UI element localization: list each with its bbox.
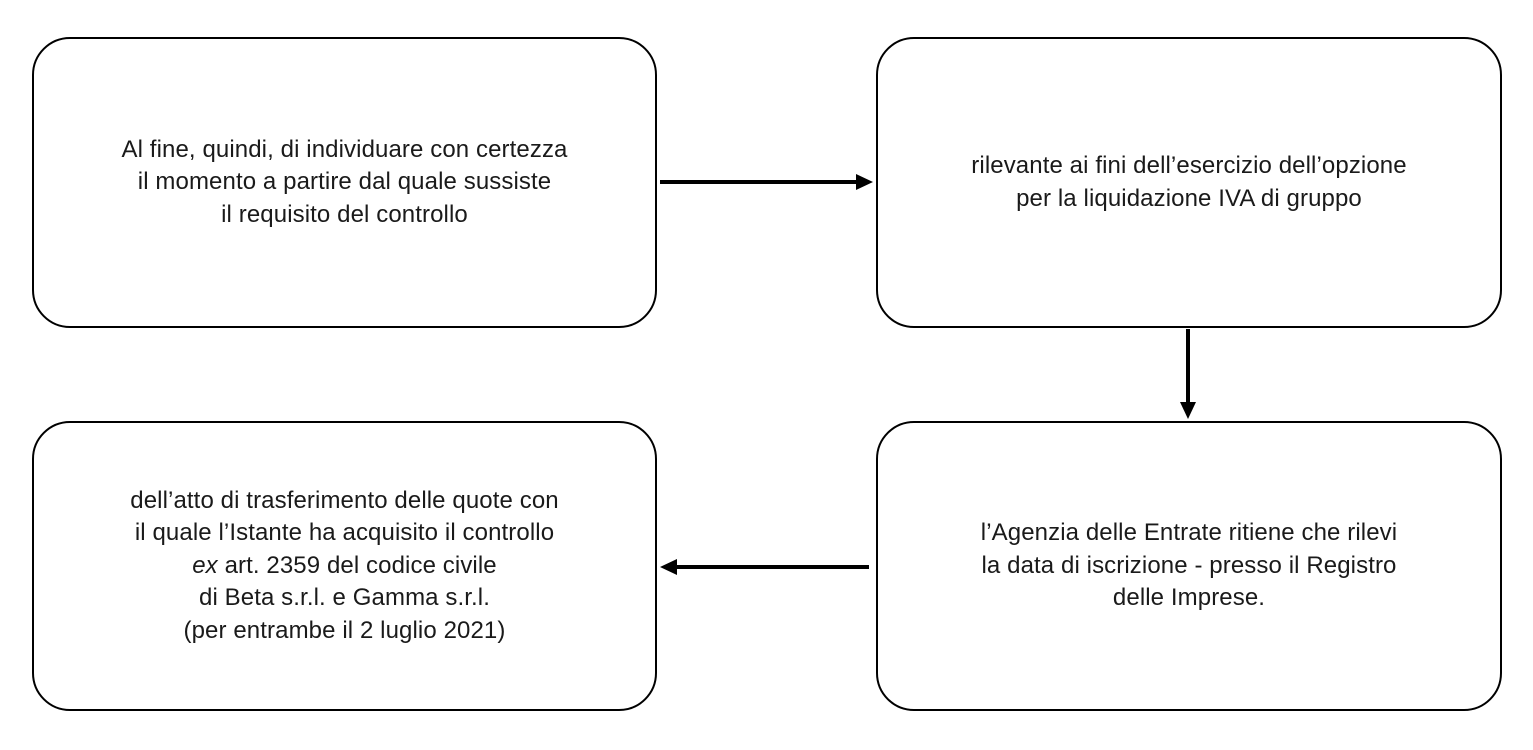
flow-box-3-text: l’Agenzia delle Entrate ritiene che rile… xyxy=(878,517,1500,615)
text-line: di Beta s.r.l. e Gamma s.r.l. xyxy=(199,584,490,612)
arrow-box1-to-box2-right-icon xyxy=(660,174,873,190)
text-line: per la liquidazione IVA di gruppo xyxy=(1016,184,1362,212)
text-line: il momento a partire dal quale sussiste xyxy=(137,168,552,196)
text-line: il quale l’Istante ha acquisito il contr… xyxy=(134,519,555,547)
text-line: rilevante ai fini dell’esercizio dell’op… xyxy=(971,152,1407,179)
flow-box-3: l’Agenzia delle Entrate ritiene che rile… xyxy=(876,421,1502,711)
text-line: la data di iscrizione - presso il Regist… xyxy=(981,551,1397,579)
flow-box-2: rilevante ai fini dell’esercizio dell’op… xyxy=(876,37,1502,328)
text-line: il requisito del controllo xyxy=(221,200,468,228)
arrow-shaft xyxy=(660,180,859,184)
arrow-box2-to-box3-down-icon xyxy=(1180,329,1196,419)
text-line: ex art. 2359 del codice civile xyxy=(192,551,497,579)
flow-box-2-text: rilevante ai fini dell’esercizio dell’op… xyxy=(878,150,1500,215)
arrowhead-right-icon xyxy=(856,174,873,190)
arrow-shaft xyxy=(674,565,869,569)
text-line: (per entrambe il 2 luglio 2021) xyxy=(183,616,506,644)
flow-box-4: dell’atto di trasferimento delle quote c… xyxy=(32,421,657,711)
text-line: dell’atto di trasferimento delle quote c… xyxy=(130,486,559,514)
flow-box-1: Al fine, quindi, di individuare con cert… xyxy=(32,37,657,328)
arrowhead-down-icon xyxy=(1180,402,1196,419)
arrow-shaft xyxy=(1186,329,1190,405)
flow-box-4-text: dell’atto di trasferimento delle quote c… xyxy=(34,485,655,648)
arrow-box3-to-box4-left-icon xyxy=(660,559,869,575)
arrowhead-left-icon xyxy=(660,559,677,575)
text-line: Al fine, quindi, di individuare con cert… xyxy=(121,135,568,163)
text-line: l’Agenzia delle Entrate ritiene che rile… xyxy=(980,519,1398,547)
text-line: delle Imprese. xyxy=(1112,584,1266,612)
flow-box-1-text: Al fine, quindi, di individuare con cert… xyxy=(34,134,655,232)
